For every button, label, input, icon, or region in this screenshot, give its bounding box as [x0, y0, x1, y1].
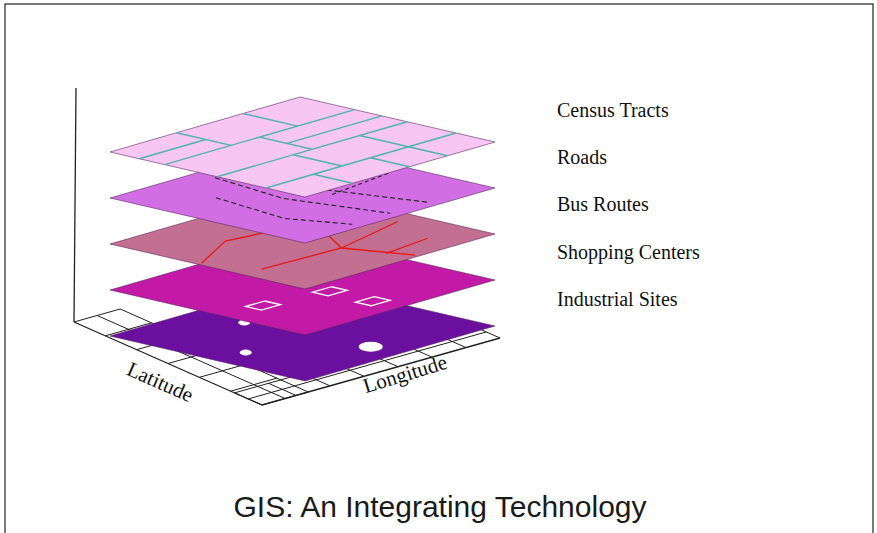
layer-label: Bus Routes: [557, 193, 649, 216]
layer-plane: [110, 97, 495, 197]
layer-feature: [243, 114, 298, 127]
layer-feature: [386, 238, 428, 253]
layer-feature: [287, 116, 382, 143]
layer-feature: [313, 287, 348, 296]
layer-label: Census Tracts: [557, 99, 669, 122]
layer-feature: [293, 155, 342, 166]
axis-line: [74, 88, 76, 322]
layer-feature: [355, 297, 390, 306]
layer-feature: [246, 301, 281, 310]
layer-feature: [314, 174, 353, 183]
frame-border: [5, 4, 873, 533]
layer-feature: [360, 136, 448, 156]
caption: GIS: An Integrating Technology: [233, 490, 646, 524]
axis-line: [262, 392, 308, 405]
layer-label: Shopping Centers: [557, 241, 700, 264]
coordinate-floor: [74, 88, 500, 405]
layer-feature: [177, 133, 232, 146]
axis-label: Latitude: [123, 356, 197, 407]
layer-feature: [217, 122, 407, 177]
industrial-site: [240, 350, 252, 356]
map-layer: [110, 97, 495, 197]
layer-feature: [165, 110, 355, 165]
layer-label: Industrial Sites: [557, 288, 678, 311]
map-layers: [110, 97, 495, 381]
axis-line: [235, 393, 262, 405]
industrial-site: [359, 342, 383, 352]
layer-feature: [371, 158, 410, 167]
layer-feature: [139, 140, 206, 159]
layer-label: Roads: [557, 146, 607, 169]
layer-feature: [216, 198, 352, 225]
